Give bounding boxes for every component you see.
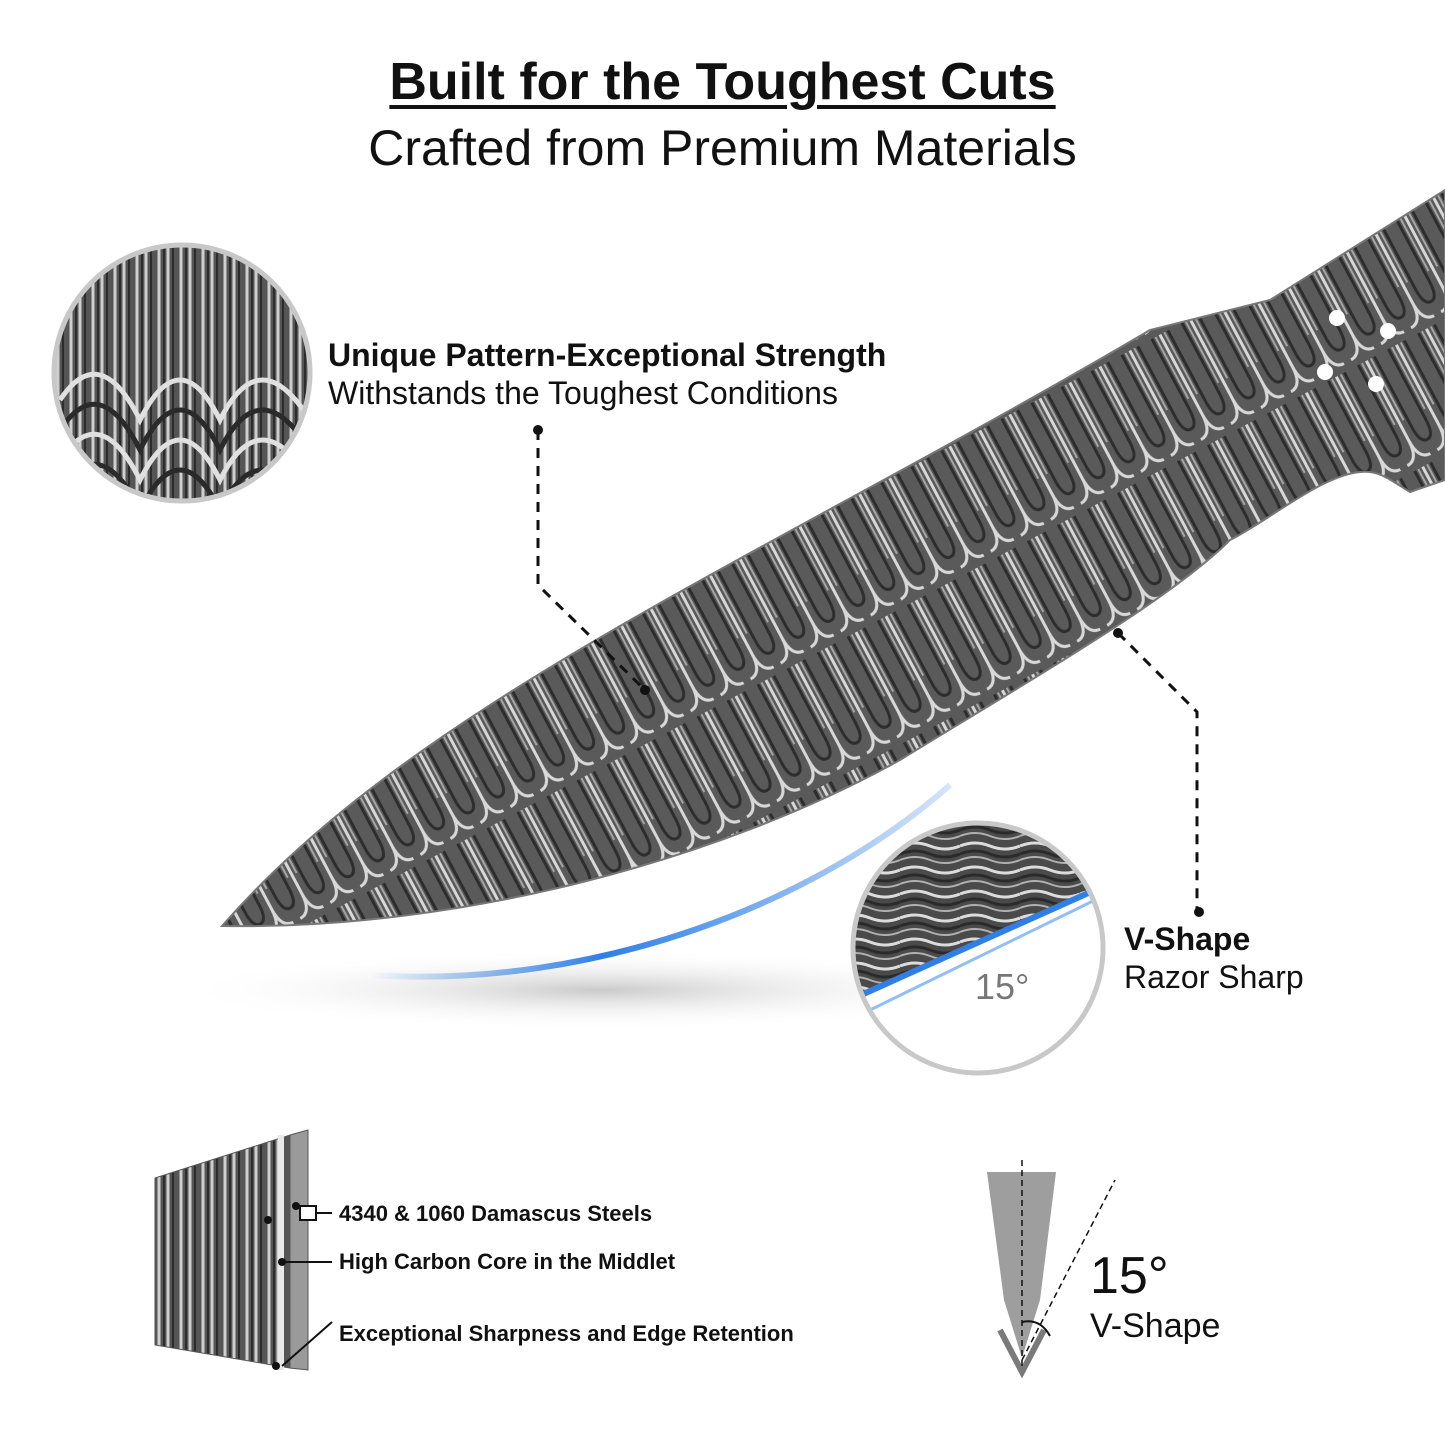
headline: Built for the Toughest Cuts: [0, 52, 1445, 112]
edge-zoom-angle: 15°: [975, 966, 1030, 1007]
blade-illustration: [219, 188, 1445, 928]
edge-callout-title: V-Shape: [1124, 921, 1251, 957]
subheadline: Crafted from Premium Materials: [368, 120, 1077, 176]
tang-hole: [1368, 376, 1384, 392]
vshape-angle: 15°: [1090, 1247, 1169, 1305]
pattern-callout-title: Unique Pattern-Exceptional Strength: [328, 337, 887, 373]
leader-line-pattern: [536, 430, 647, 692]
steel-layers-block: [154, 1129, 309, 1371]
leader-line-edge: [1116, 631, 1199, 912]
layer-label-retention: Exceptional Sharpness and Edge Retention: [339, 1321, 794, 1346]
headline-text: Built for the Toughest Cuts: [389, 53, 1056, 111]
v-shape-diagram: [987, 1160, 1116, 1379]
tang-hole: [1317, 364, 1333, 380]
edge-callout: V-Shape Razor Sharp: [1124, 920, 1304, 996]
edge-callout-text: Razor Sharp: [1124, 959, 1304, 995]
tang-hole: [1329, 310, 1345, 326]
blade-shadow: [170, 950, 1030, 1030]
layer-label-core: High Carbon Core in the Middlet: [339, 1249, 676, 1274]
leader-dot: [1113, 628, 1123, 638]
pattern-callout-text: Withstands the Toughest Conditions: [328, 375, 838, 411]
leader-dot: [640, 685, 650, 695]
pattern-callout: Unique Pattern-Exceptional Strength With…: [328, 336, 886, 412]
leader-dot: [533, 425, 543, 435]
edge-zoom-circle: [850, 820, 1106, 1076]
edge-highlight: [369, 782, 952, 980]
pattern-zoom-circle: [51, 242, 313, 504]
layer-label-steels: 4340 & 1060 Damascus Steels: [339, 1201, 653, 1226]
leader-dot: [1194, 907, 1204, 917]
tang-hole: [1380, 323, 1396, 339]
vshape-label: V-Shape: [1090, 1307, 1221, 1345]
layer-leaders: [281, 1205, 333, 1367]
